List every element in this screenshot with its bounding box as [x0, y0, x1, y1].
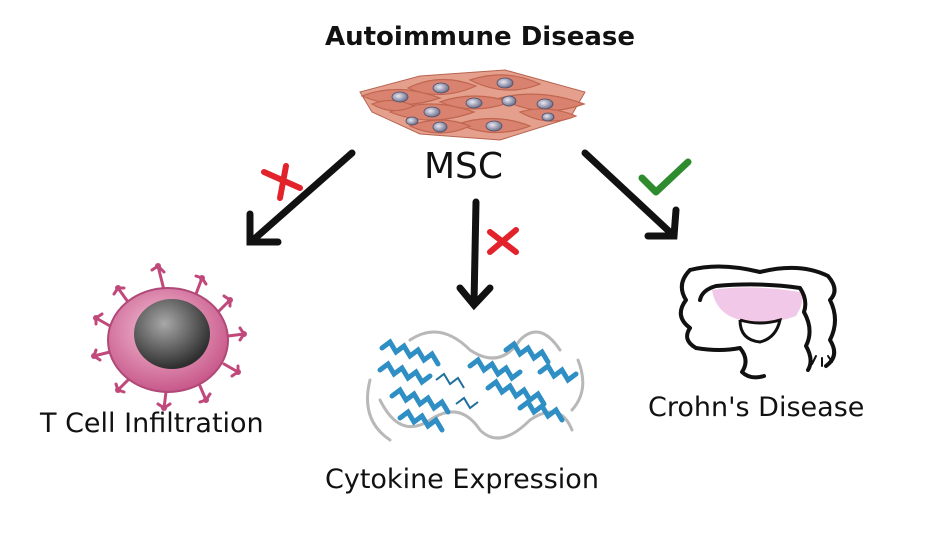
diagram-title: Autoimmune Disease — [325, 22, 635, 52]
crohns-label: Crohn's Disease — [648, 392, 865, 423]
cytokine-label: Cytokine Expression — [325, 464, 599, 495]
colon-illustration — [678, 264, 837, 380]
cross-mark-t-cell — [261, 163, 303, 201]
msc-cells-illustration — [359, 69, 586, 141]
msc-label: MSC — [424, 146, 504, 187]
t-cell-label: T Cell Infiltration — [40, 408, 264, 439]
arrow-to-t-cell — [246, 149, 356, 246]
arrow-to-cytokine — [456, 198, 494, 311]
check-mark-crohns — [638, 158, 692, 196]
t-cell-illustration — [91, 263, 247, 411]
cross-mark-cytokine — [487, 227, 519, 255]
arrow-to-crohns — [581, 149, 680, 240]
cytokine-protein-illustration — [352, 324, 596, 456]
